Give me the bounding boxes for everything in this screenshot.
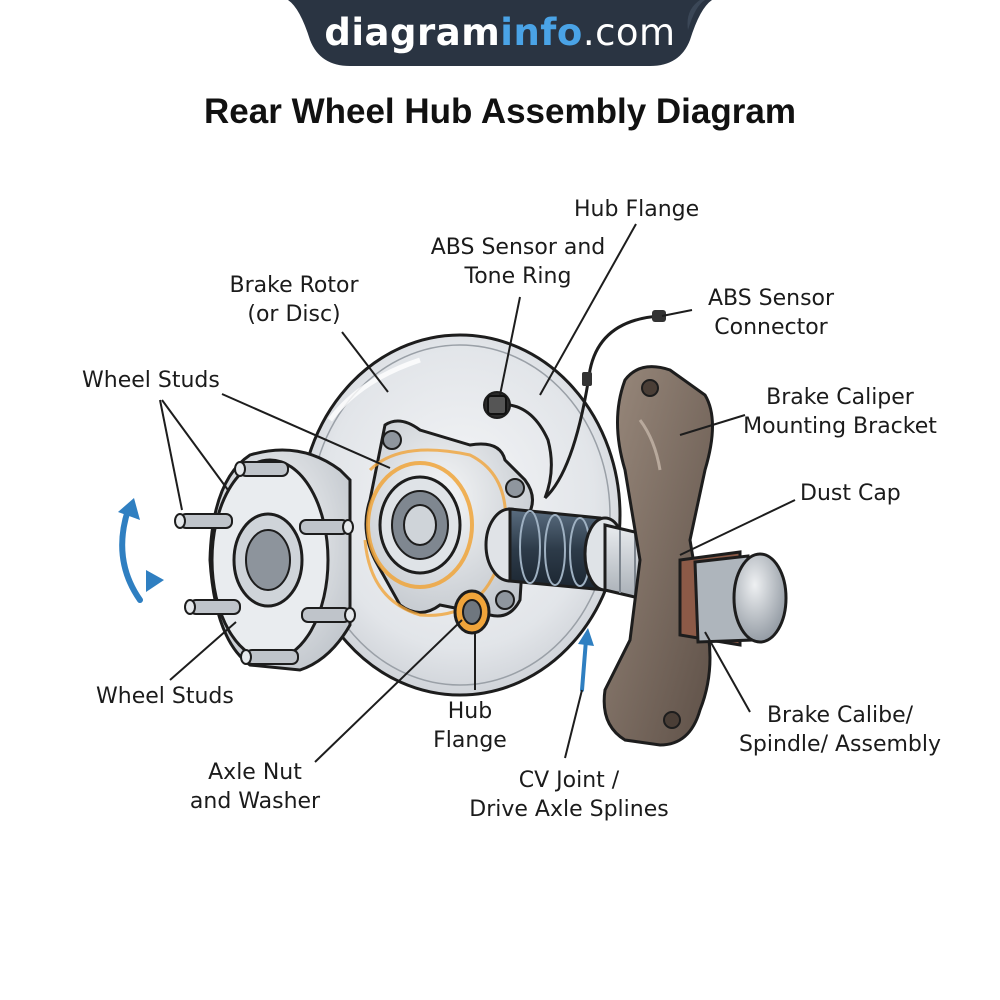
- label-wheel-studs-top: Wheel Studs: [82, 368, 220, 393]
- brand-part-1: diagram: [324, 11, 501, 54]
- abs-sensor-icon: [483, 391, 553, 499]
- label-hub-flange-top: Hub Flange: [574, 197, 700, 222]
- brand-part-3: .com: [582, 11, 676, 54]
- rotation-arrow-icon: [118, 498, 164, 603]
- label-cv-joint-splines-line1: CV Joint /: [518, 768, 620, 793]
- axle-nut-icon: [453, 589, 491, 635]
- label-caliper-spindle-assembly: Brake Calibe/ Spindle/ Assembly: [730, 701, 950, 759]
- site-banner: [288, 0, 712, 66]
- abs-sensor-connector-icon: [543, 310, 666, 500]
- label-caliper-bracket-line1: Brake Caliper: [766, 385, 914, 410]
- label-dust-cap: Dust Cap: [800, 481, 901, 506]
- label-cv-joint-splines: CV Joint / Drive Axle Splines: [464, 766, 674, 824]
- label-brake-rotor-line2: (or Disc): [247, 302, 341, 327]
- label-abs-sensor-connector: ABS Sensor Connector: [696, 284, 846, 342]
- label-hub-flange-bottom: Hub Flange: [420, 697, 520, 755]
- label-axle-nut-washer: Axle Nut and Washer: [180, 758, 330, 816]
- label-hub-flange-bottom-line2: Flange: [433, 728, 507, 753]
- label-brake-rotor: Brake Rotor (or Disc): [216, 271, 372, 329]
- label-caliper-bracket-line2: Mounting Bracket: [743, 414, 937, 439]
- wheel-stud-icons: [174, 461, 356, 665]
- label-abs-sensor-connector-line1: ABS Sensor: [707, 286, 835, 311]
- page-title: Rear Wheel Hub Assembly Diagram: [204, 92, 796, 131]
- label-axle-nut-washer-line2: and Washer: [189, 789, 321, 814]
- label-abs-sensor-tone-ring-line2: Tone Ring: [464, 264, 572, 289]
- drive-direction-arrow-icon: [578, 628, 594, 692]
- label-cv-joint-splines-line2: Drive Axle Splines: [469, 797, 669, 822]
- wheel-hub-front-icon: [208, 448, 352, 672]
- label-brake-rotor-line1: Brake Rotor: [229, 273, 359, 298]
- label-caliper-spindle-assembly-line2: Spindle/ Assembly: [738, 732, 942, 757]
- knuckle-bracket-icon: [602, 365, 714, 747]
- label-hub-flange-bottom-line1: Hub: [447, 699, 493, 724]
- brand-part-2: info: [500, 11, 583, 54]
- leader-lines: [159, 223, 796, 763]
- dust-cap-icon: [678, 550, 788, 647]
- label-caliper-spindle-assembly-line1: Brake Calibe/: [766, 703, 914, 728]
- label-abs-sensor-connector-line2: Connector: [714, 315, 828, 340]
- site-brand[interactable]: diagraminfo.com: [0, 6, 1000, 60]
- label-abs-sensor-tone-ring-line1: ABS Sensor and: [430, 235, 606, 260]
- label-wheel-studs-bottom: Wheel Studs: [96, 684, 234, 709]
- label-axle-nut-washer-line1: Axle Nut: [208, 760, 302, 785]
- label-abs-sensor-tone-ring: ABS Sensor and Tone Ring: [418, 233, 618, 291]
- label-caliper-bracket: Brake Caliper Mounting Bracket: [735, 383, 945, 441]
